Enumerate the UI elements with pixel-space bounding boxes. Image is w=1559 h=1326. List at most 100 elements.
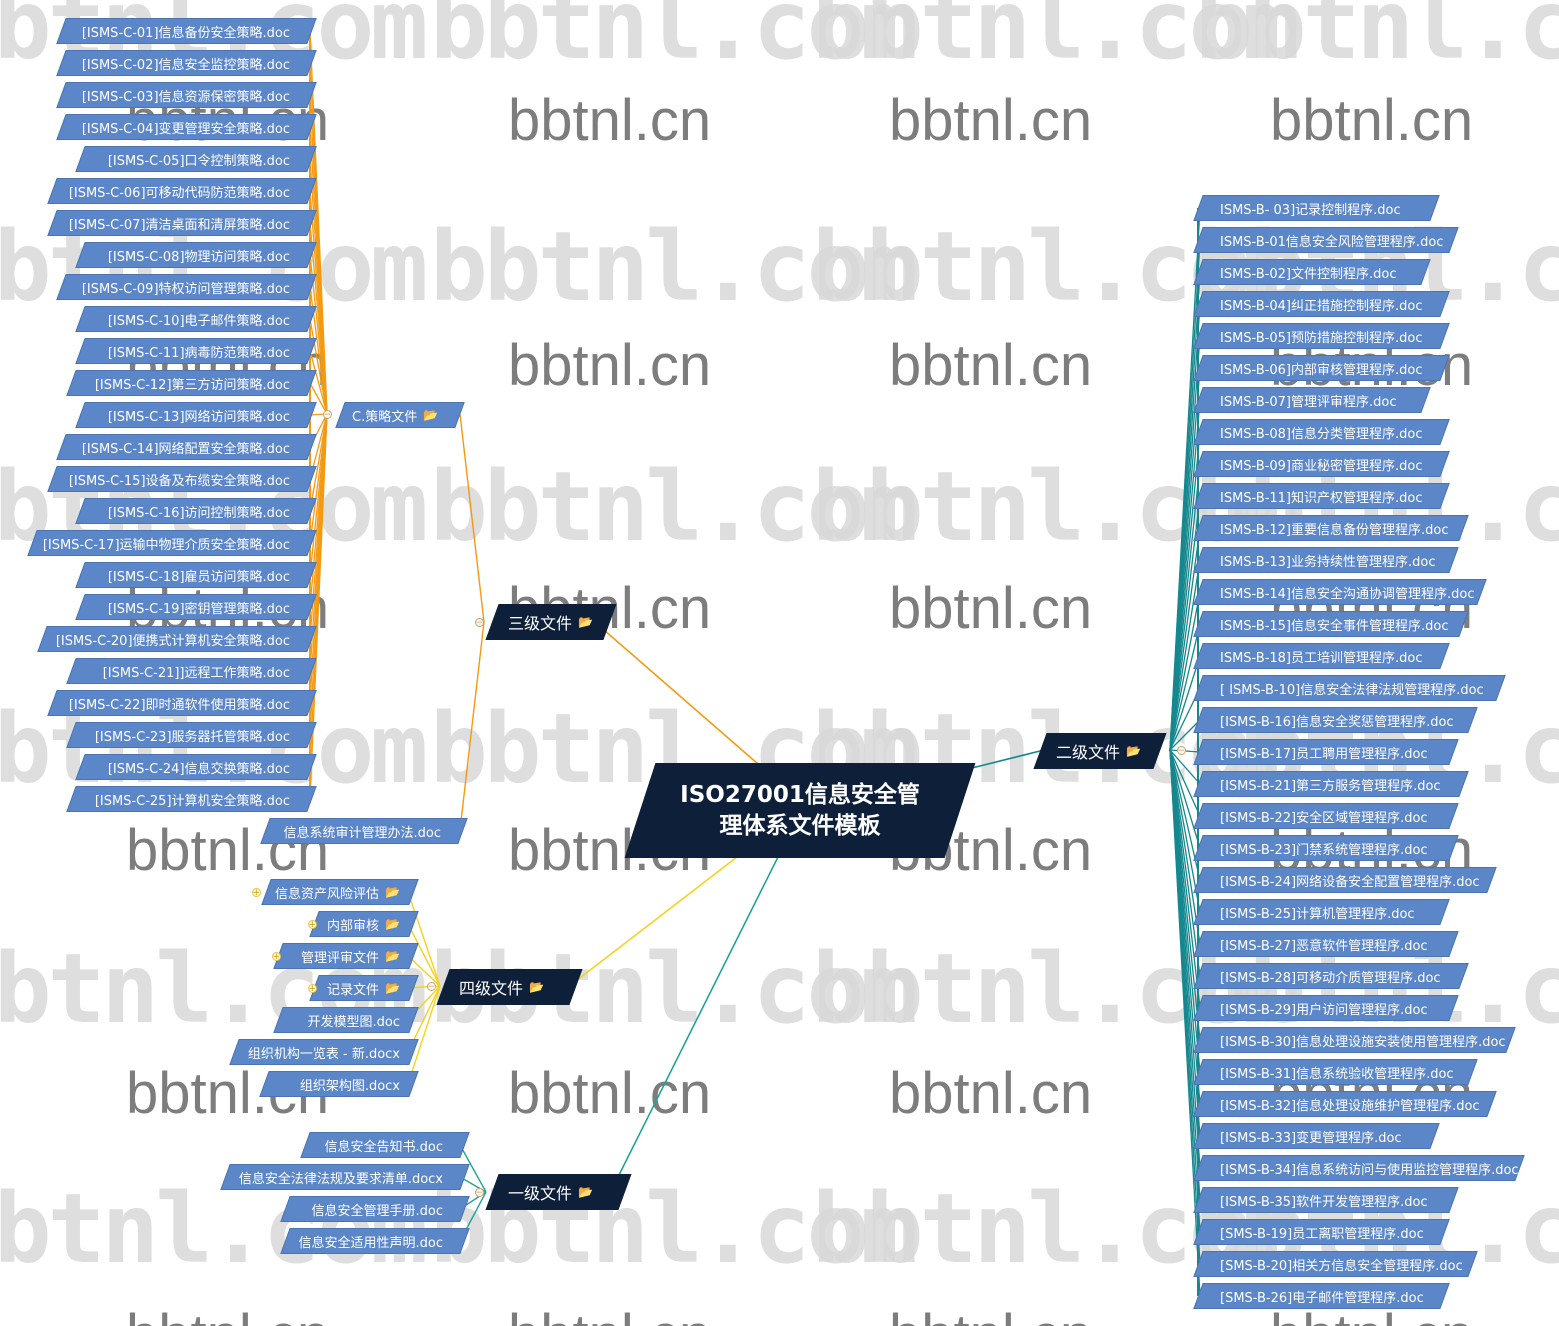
policy-file-item[interactable]: [ISMS-C-13]网络访问策略.doc [75, 402, 317, 428]
policy-file-item[interactable]: [ISMS-C-11]病毒防范策略.doc [75, 338, 317, 364]
level2-file-item[interactable]: [ISMS-B-16]信息安全奖惩管理程序.doc [1193, 707, 1478, 733]
policy-file-item[interactable]: [ISMS-C-04]变更管理安全策略.doc [56, 114, 317, 140]
policy-file-item[interactable]: [ISMS-C-23]服务器托管策略.doc [66, 722, 317, 748]
policy-file-item[interactable]: [ISMS-C-07]清洁桌面和清屏策略.doc [47, 210, 317, 236]
level2-file-item[interactable]: ISMS-B-07]管理评审程序.doc [1193, 387, 1431, 413]
level2-file-item[interactable]: [ISMS-B-34]信息系统访问与使用监控管理程序.doc [1193, 1155, 1525, 1181]
level2-file-item[interactable]: ISMS-B-09]商业秘密管理程序.doc [1193, 451, 1450, 477]
level2-file-item[interactable]: ISMS-B-02]文件控制程序.doc [1193, 259, 1431, 285]
collapse-toggle-icon[interactable]: − [474, 1187, 484, 1198]
branch-level4[interactable]: 四级文件 📂 [436, 969, 583, 1005]
policy-file-item[interactable]: [ISMS-C-06]可移动代码防范策略.doc [47, 178, 317, 204]
level2-file-item[interactable]: [SMS-B-19]员工离职管理程序.doc [1193, 1219, 1450, 1245]
level2-file-item[interactable]: [ISMS-B-23]门禁系统管理程序.doc [1193, 835, 1459, 861]
collapse-toggle-icon[interactable]: − [1176, 745, 1186, 756]
policy-file-item[interactable]: [ISMS-C-10]电子邮件策略.doc [75, 306, 317, 332]
file-label: [ISMS-B-32]信息处理设施维护管理程序.doc [1220, 1098, 1480, 1114]
level2-file-item[interactable]: ISMS-B-05]预防措施控制程序.doc [1193, 323, 1450, 349]
level2-file-item[interactable]: [ISMS-B-35]软件开发管理程序.doc [1193, 1187, 1459, 1213]
level4-file-item[interactable]: 开发模型图.doc [273, 1007, 419, 1033]
policy-file-item[interactable]: [ISMS-C-15]设备及布缆安全策略.doc [47, 466, 317, 492]
branch-level1[interactable]: 一级文件 📂 [485, 1174, 632, 1210]
policy-file-item[interactable]: [ISMS-C-18]雇员访问策略.doc [75, 562, 317, 588]
policy-file-item[interactable]: [ISMS-C-01]信息备份安全策略.doc [56, 18, 317, 44]
file-label: [ISMS-C-07]清洁桌面和清屏策略.doc [68, 217, 290, 233]
level2-file-item[interactable]: ISMS-B-06]内部审核管理程序.doc [1193, 355, 1450, 381]
file-label: [ ISMS-B-10]信息安全法律法规管理程序.doc [1220, 682, 1484, 698]
level2-file-item[interactable]: [ ISMS-B-10]信息安全法律法规管理程序.doc [1193, 675, 1506, 701]
policy-file-item[interactable]: [ISMS-C-14]网络配置安全策略.doc [56, 434, 317, 460]
level2-file-item[interactable]: ISMS-B-14]信息安全沟通协调管理程序.doc [1193, 579, 1487, 605]
level3-extra-file[interactable]: 信息系统审计管理办法.doc [260, 818, 468, 844]
branch-policy-files[interactable]: C.策略文件 📂 [335, 402, 465, 428]
policy-file-item[interactable]: [ISMS-C-17]运输中物理介质安全策略.doc [27, 530, 317, 556]
policy-file-item[interactable]: [ISMS-C-22]即时通软件使用策略.doc [47, 690, 317, 716]
policy-file-item[interactable]: [ISMS-C-24]信息交换策略.doc [75, 754, 317, 780]
branch-level2[interactable]: 二级文件 📂 [1033, 733, 1167, 769]
policy-file-item[interactable]: [ISMS-C-19]密钥管理策略.doc [75, 594, 317, 620]
level2-file-item[interactable]: ISMS-B- 03]记录控制程序.doc [1193, 195, 1440, 221]
level1-file-item[interactable]: 信息安全法律法规及要求清单.docx [220, 1164, 470, 1190]
level4-file-item[interactable]: 组织架构图.docx [259, 1071, 419, 1097]
policy-file-item[interactable]: [ISMS-C-03]信息资源保密策略.doc [56, 82, 317, 108]
file-label: [ISMS-B-34]信息系统访问与使用监控管理程序.doc [1220, 1162, 1519, 1178]
expand-toggle-icon[interactable]: + [307, 983, 317, 994]
policy-file-item[interactable]: [ISMS-C-16]访问控制策略.doc [75, 498, 317, 524]
level4-folder-item[interactable]: 内部审核📂 [309, 911, 419, 937]
level2-file-item[interactable]: [ISMS-B-22]安全区域管理程序.doc [1193, 803, 1459, 829]
expand-toggle-icon[interactable]: + [271, 951, 281, 962]
level2-file-item[interactable]: ISMS-B-15]信息安全事件管理程序.doc [1193, 611, 1469, 637]
policy-file-item[interactable]: [ISMS-C-05]口令控制策略.doc [75, 146, 317, 172]
collapse-toggle-icon[interactable]: − [322, 409, 332, 420]
collapse-toggle-icon[interactable]: − [426, 981, 436, 992]
level2-file-item[interactable]: [ISMS-B-33]变更管理程序.doc [1193, 1123, 1440, 1149]
file-label: [ISMS-C-13]网络访问策略.doc [107, 409, 290, 425]
connector-line [459, 1144, 487, 1193]
branch-level3[interactable]: 三级文件 📂 [485, 604, 617, 640]
file-label: [ISMS-C-23]服务器托管策略.doc [94, 729, 290, 745]
level2-file-item[interactable]: [SMS-B-26]电子邮件管理程序.doc [1193, 1283, 1450, 1309]
policy-file-item[interactable]: [ISMS-C-25]计算机安全策略.doc [66, 786, 317, 812]
level4-folder-item[interactable]: 信息资产风险评估📂 [261, 879, 419, 905]
level2-file-item[interactable]: [ISMS-B-27]恶意软件管理程序.doc [1193, 931, 1459, 957]
level2-file-item[interactable]: [ISMS-B-25]计算机管理程序.doc [1193, 899, 1450, 925]
level2-file-item[interactable]: ISMS-B-01信息安全风险管理程序.doc [1193, 227, 1459, 253]
policy-file-item[interactable]: [ISMS-C-12]第三方访问策略.doc [66, 370, 317, 396]
expand-toggle-icon[interactable]: + [307, 919, 317, 930]
level1-file-item[interactable]: 信息安全告知书.doc [300, 1132, 470, 1158]
policy-file-item[interactable]: [ISMS-C-21]]远程工作策略.doc [66, 658, 317, 684]
level2-file-item[interactable]: ISMS-B-04]纠正措施控制程序.doc [1193, 291, 1450, 317]
level2-file-item[interactable]: [ISMS-B-30]信息处理设施安装使用管理程序.doc [1193, 1027, 1516, 1053]
root-node[interactable]: ISO27001信息安全管理体系文件模板 [624, 763, 976, 858]
level2-file-item[interactable]: [ISMS-B-24]网络设备安全配置管理程序.doc [1193, 867, 1497, 893]
level2-file-item[interactable]: [SMS-B-20]相关方信息安全管理程序.doc [1193, 1251, 1478, 1277]
level4-folder-item[interactable]: 记录文件📂 [309, 975, 419, 1001]
level2-file-item[interactable]: [ISMS-B-32]信息处理设施维护管理程序.doc [1193, 1091, 1497, 1117]
policy-file-item[interactable]: [ISMS-C-08]物理访问策略.doc [75, 242, 317, 268]
level1-file-item[interactable]: 信息安全适用性声明.doc [280, 1228, 470, 1254]
item-label: 开发模型图.doc [307, 1014, 401, 1030]
level2-file-item[interactable]: [ISMS-B-17]员工聘用管理程序.doc [1193, 739, 1459, 765]
level2-file-item[interactable]: [ISMS-B-28]可移动介质管理程序.doc [1193, 963, 1469, 989]
policy-file-item[interactable]: [ISMS-C-02]信息安全监控策略.doc [56, 50, 317, 76]
level4-file-item[interactable]: 组织机构一览表 - 新.docx [229, 1039, 419, 1065]
policy-file-item[interactable]: [ISMS-C-20]便携式计算机安全策略.doc [37, 626, 317, 652]
level2-file-item[interactable]: ISMS-B-18]员工培训管理程序.doc [1193, 643, 1450, 669]
file-label: [ISMS-B-24]网络设备安全配置管理程序.doc [1220, 874, 1480, 890]
level2-file-item[interactable]: ISMS-B-12]重要信息备份管理程序.doc [1193, 515, 1469, 541]
expand-toggle-icon[interactable]: + [251, 887, 261, 898]
collapse-toggle-icon[interactable]: − [474, 617, 484, 628]
watermark-text: bbtnl.com [430, 211, 915, 323]
connector-line [309, 413, 328, 800]
level2-file-item[interactable]: ISMS-B-11]知识产权管理程序.doc [1193, 483, 1450, 509]
file-label: [ISMS-C-09]特权访问管理策略.doc [81, 281, 290, 297]
level2-file-item[interactable]: [ISMS-B-29]用户访问管理程序.doc [1193, 995, 1459, 1021]
level2-file-item[interactable]: [ISMS-B-21]第三方服务管理程序.doc [1193, 771, 1469, 797]
watermark-text: bbtnl.cn [889, 88, 1092, 153]
level1-file-item[interactable]: 信息安全管理手册.doc [280, 1196, 470, 1222]
level2-file-item[interactable]: ISMS-B-13]业务持续性管理程序.doc [1193, 547, 1459, 573]
level2-file-item[interactable]: [ISMS-B-31]信息系统验收管理程序.doc [1193, 1059, 1478, 1085]
policy-file-item[interactable]: [ISMS-C-09]特权访问管理策略.doc [56, 274, 317, 300]
level4-folder-item[interactable]: 管理评审文件📂 [273, 943, 419, 969]
level2-file-item[interactable]: ISMS-B-08]信息分类管理程序.doc [1193, 419, 1450, 445]
